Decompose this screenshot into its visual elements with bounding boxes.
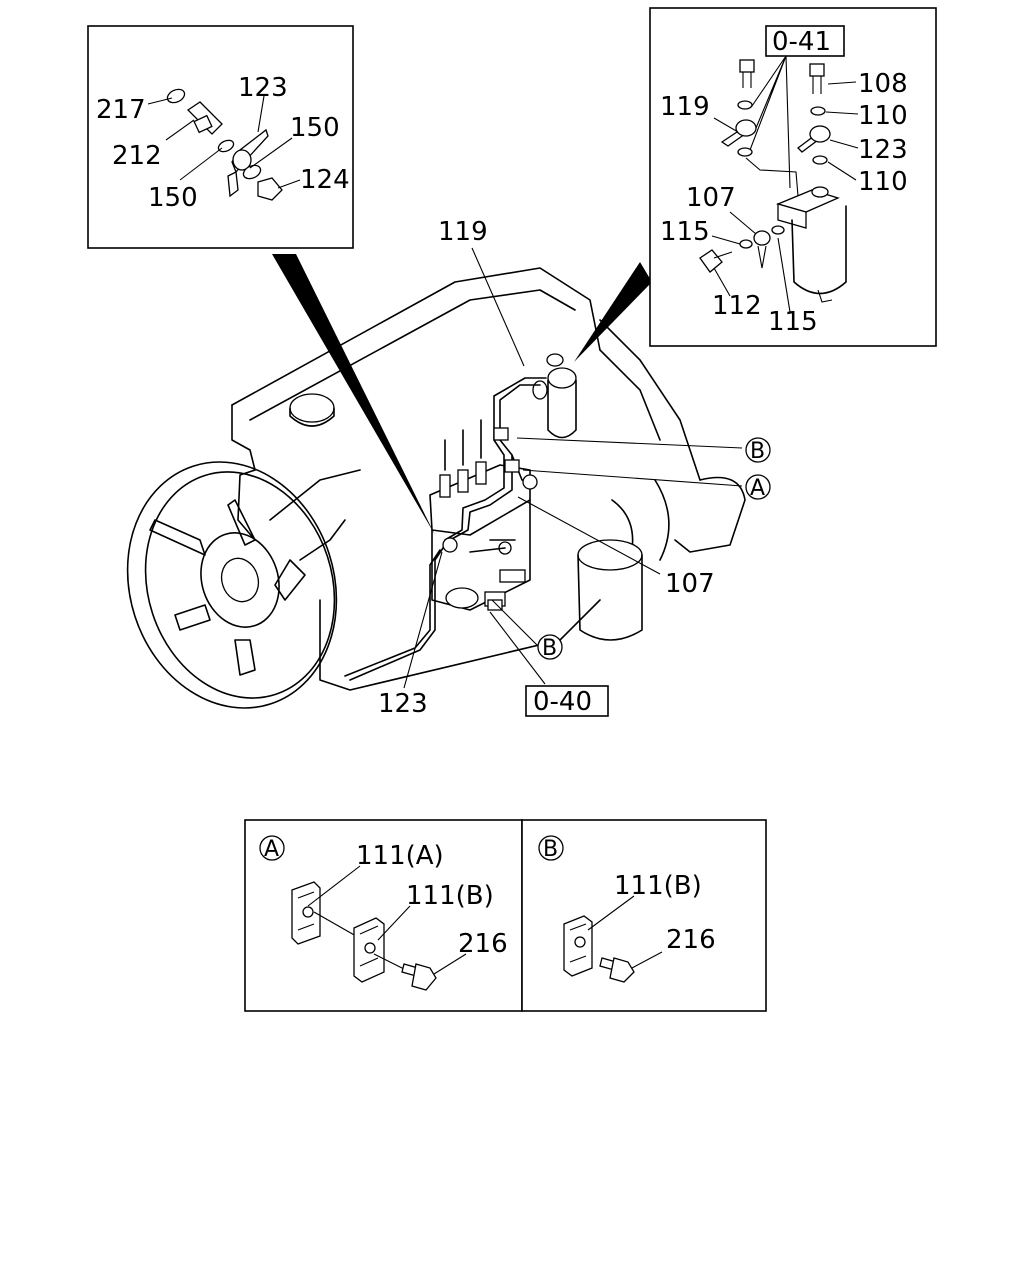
ref-box-0-41: [765, 25, 845, 57]
detail-b-marker: B: [543, 837, 558, 862]
ref-0-41: 0-41: [772, 27, 831, 57]
ref-box-0-40: [525, 685, 609, 717]
callout-150-upper: 150: [290, 113, 340, 143]
callout-217: 217: [96, 95, 146, 125]
callout-107: 107: [665, 569, 715, 599]
engine-illustration: [126, 267, 746, 709]
callout-115-left: 115: [660, 217, 710, 247]
callout-123: 123: [858, 135, 908, 165]
oil-filter: [577, 539, 643, 641]
svg-text:B: B: [750, 439, 765, 464]
inset-top-left: 217 212 123 150 150 124: [87, 25, 354, 249]
svg-text:B: B: [542, 636, 557, 661]
callout-111b: 111(B): [614, 871, 702, 901]
main-callouts: 119 107 123 0-40 B A B: [378, 217, 771, 719]
callout-111b: 111(B): [406, 881, 494, 911]
injection-pump: [429, 419, 531, 611]
callout-123: 123: [238, 73, 288, 103]
callout-111a: 111(A): [356, 841, 444, 871]
callout-150-lower: 150: [148, 183, 198, 213]
callout-216: 216: [666, 925, 716, 955]
callout-115-right: 115: [768, 307, 818, 337]
pointer-wedge-left: [272, 254, 435, 535]
callout-123: 123: [378, 689, 428, 719]
callout-110-lower: 110: [858, 167, 908, 197]
inset-top-right: 0-41: [649, 7, 937, 347]
callout-216: 216: [458, 929, 508, 959]
marker-a: [745, 474, 771, 500]
callout-212: 212: [112, 141, 162, 171]
marker-b-upper: [745, 437, 771, 463]
fan-pulley: [126, 461, 338, 709]
callout-119: 119: [660, 92, 710, 122]
svg-text:A: A: [750, 476, 765, 501]
callout-108: 108: [858, 69, 908, 99]
detail-b: B 111(B) 216: [521, 819, 767, 1012]
pointer-wedge-right: [574, 262, 652, 362]
callout-124: 124: [300, 165, 350, 195]
ref-0-40: 0-40: [533, 687, 592, 717]
callout-110-upper: 110: [858, 101, 908, 131]
detail-a-marker: A: [264, 837, 279, 862]
callout-107: 107: [686, 183, 736, 213]
marker-b-lower: [537, 634, 563, 660]
callout-112: 112: [712, 291, 762, 321]
detail-a: A 111(A) 111(B) 216: [244, 819, 523, 1012]
fuel-filter: [532, 353, 577, 439]
callout-119: 119: [438, 217, 488, 247]
